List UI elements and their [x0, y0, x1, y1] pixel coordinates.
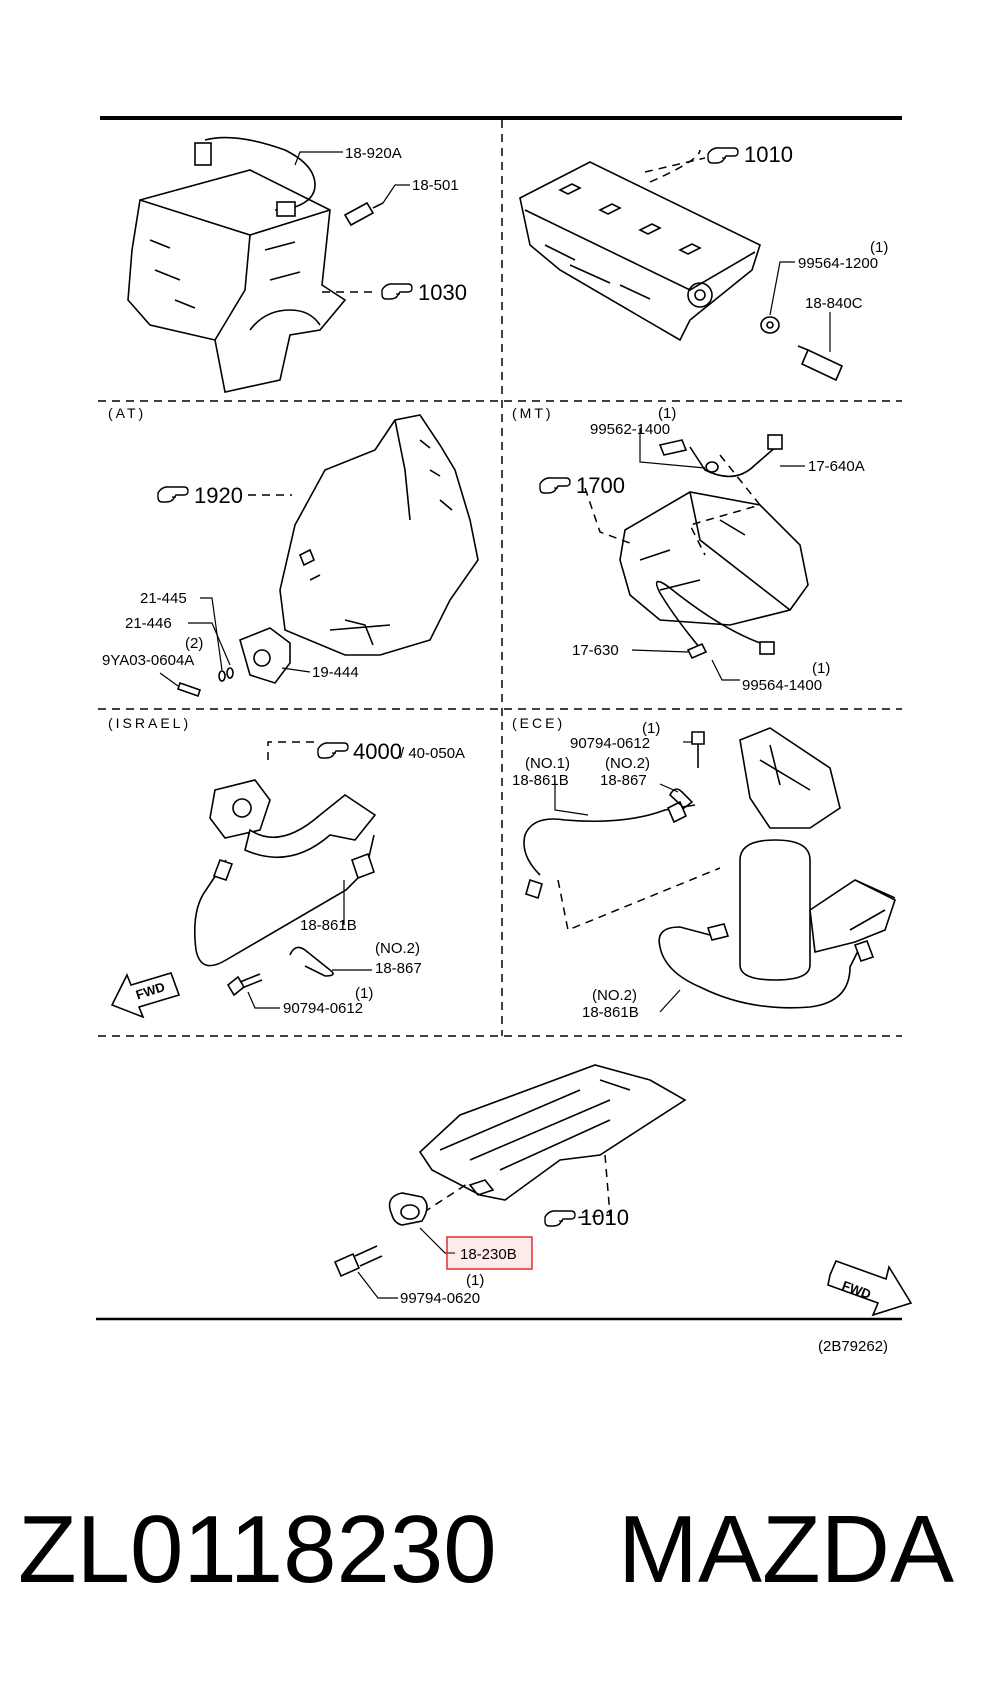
ref-1030: 1030 — [418, 280, 467, 305]
callout-18-501: 18-501 — [412, 177, 459, 194]
section-label-mt: (MT) — [512, 405, 554, 421]
callout-19-444: 19-444 — [312, 664, 359, 681]
callout-18-840C: 18-840C — [805, 295, 863, 312]
oxygen-sensor-israel — [193, 834, 376, 967]
ref-4000: 4000 — [353, 739, 402, 764]
callout-18-230B-qty: (1) — [466, 1272, 484, 1289]
manual-transmission-illustration — [619, 491, 809, 626]
reference-hand-icon — [157, 486, 189, 503]
neutral-switch-17-630 — [655, 580, 775, 660]
callout-99564-1400-qty: (1) — [812, 660, 830, 677]
callout-21-445: 21-445 — [140, 590, 187, 607]
callout-17-640A: 17-640A — [808, 458, 865, 475]
ref-1010-top: 1010 — [744, 142, 793, 167]
automatic-transmission-illustration — [279, 414, 479, 656]
frame-lines — [96, 116, 902, 1321]
callout-99794-0620: 99794-0620 — [400, 1290, 480, 1307]
ref-1920: 1920 — [194, 483, 243, 508]
diagram-code: (2B79262) — [818, 1338, 888, 1355]
oxygen-sensor-ece-no1 — [523, 800, 696, 900]
oxygen-sensor-ece-no2 — [658, 923, 875, 1009]
inhibitor-switch-19-444 — [239, 627, 291, 684]
washer-99564-1200 — [760, 316, 780, 334]
callout-90794-israel: 90794-0612 — [283, 1000, 363, 1017]
callout-90794-israel-qty: (1) — [355, 985, 373, 1002]
callout-99564-1200: 99564-1200 — [798, 255, 878, 272]
knock-sensor-wire-18-920A — [194, 136, 316, 217]
callout-18-867-ece-no: (NO.2) — [605, 755, 650, 772]
callout-99564-1400: 99564-1400 — [742, 677, 822, 694]
reference-hand-icon — [381, 283, 413, 300]
callout-18-867-israel-no: (NO.2) — [375, 940, 420, 957]
catalytic-converter-ece-illustration — [739, 727, 896, 981]
fwd-arrow-right: FWD — [827, 1259, 913, 1317]
engine-block-illustration — [127, 169, 347, 393]
callout-18-867-israel: 18-867 — [375, 960, 422, 977]
callout-18-861B-israel: 18-861B — [300, 917, 357, 934]
ref-1700: 1700 — [576, 473, 625, 498]
ref-1010-bottom: 1010 — [580, 1205, 629, 1230]
ref-40-050A: / 40-050A — [400, 745, 465, 762]
reference-hand-icon — [544, 1210, 576, 1227]
exhaust-manifold-israel-illustration — [209, 779, 377, 858]
bracket-18-867-israel — [289, 946, 334, 977]
callout-17-630: 17-630 — [572, 642, 619, 659]
callout-18-861B-ece2: 18-861B — [582, 1004, 639, 1021]
callout-21-446: 21-446 — [125, 615, 172, 632]
bolt-99794-0620 — [333, 1245, 383, 1278]
callout-99562-1400: 99562-1400 — [590, 421, 670, 438]
sensor-18-501 — [343, 201, 384, 227]
brand-name: MAZDA — [618, 1496, 954, 1603]
section-label-ece: (ECE) — [512, 715, 565, 731]
reference-hand-icon — [539, 477, 571, 494]
bolt-90794-ece — [691, 731, 705, 768]
section-label-at: (AT) — [108, 405, 146, 421]
callout-99564-1200-qty: (1) — [870, 239, 888, 256]
callout-18-920A: 18-920A — [345, 145, 402, 162]
part-number: ZL0118230 — [18, 1496, 497, 1603]
callout-9YA03-0604A: 9YA03-0604A — [102, 652, 194, 669]
callout-18-867-ece: 18-867 — [600, 772, 647, 789]
crank-sensor-18-840C — [797, 345, 844, 382]
callout-18-861B-ece: 18-861B — [512, 772, 569, 789]
callout-90794-ece: 90794-0612 — [570, 735, 650, 752]
section-label-israel: (ISRAEL) — [108, 715, 191, 731]
bracket-18-867-ece — [669, 788, 694, 810]
bolt-9YA03 — [176, 681, 202, 698]
highlight-box-18-230B — [446, 1236, 533, 1270]
knock-sensor-18-230B — [388, 1192, 428, 1226]
bolt-90794-israel — [226, 973, 263, 997]
callout-9YA03-qty: (2) — [185, 635, 203, 652]
callout-90794-ece-qty: (1) — [642, 720, 660, 737]
callout-18-230B: 18-230B — [460, 1246, 517, 1263]
fwd-arrow-left: FWD — [110, 972, 181, 1019]
callout-18-861B-ece-no1: (NO.1) — [525, 755, 570, 772]
callout-18-861B-ece2-no: (NO.2) — [592, 987, 637, 1004]
callout-99562-1400-qty: (1) — [658, 405, 676, 422]
reference-hand-icon — [707, 147, 739, 164]
engine-block-bottom-illustration — [418, 1064, 687, 1201]
cylinder-head-illustration — [519, 161, 761, 342]
backup-switch-17-640A — [658, 434, 783, 478]
reference-hand-icon — [317, 742, 349, 759]
